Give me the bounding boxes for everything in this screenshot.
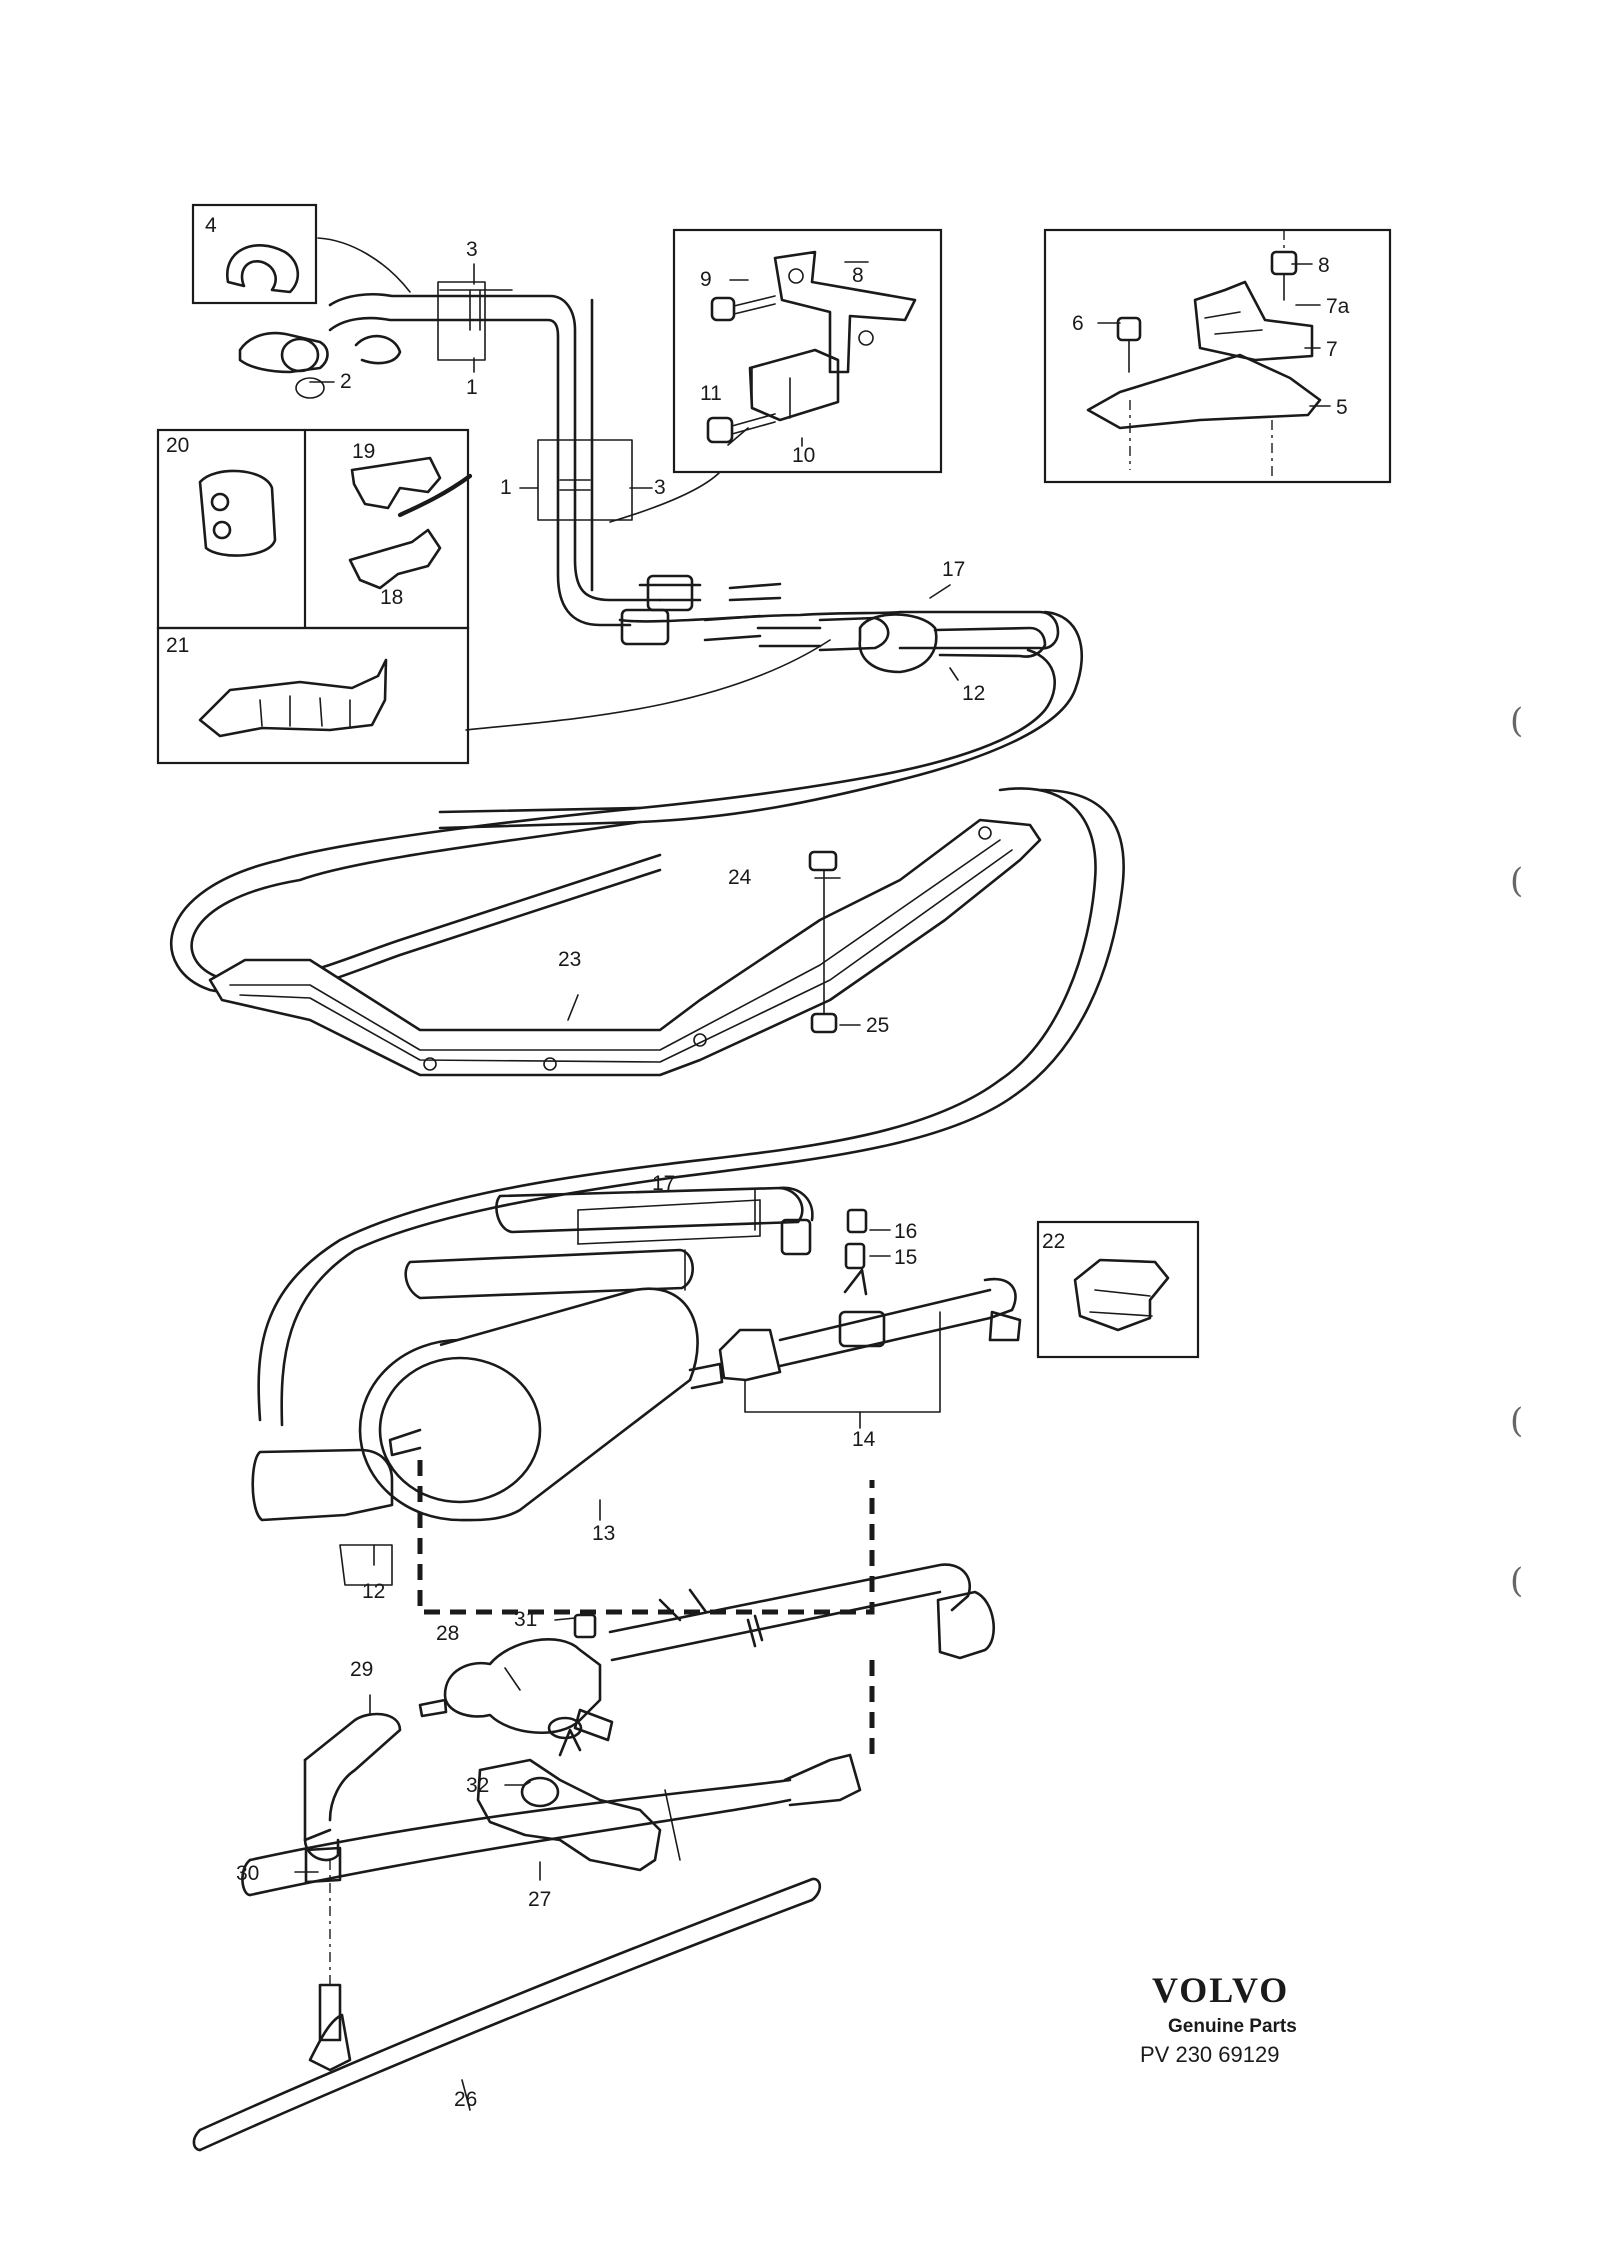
inset-box-clip-22 (156, 626, 831, 765)
parts-reference: PV 230 69129 (1140, 2042, 1279, 2067)
inset-box-clip-4 (191, 203, 411, 305)
callout-1-mid: 1 (500, 476, 512, 499)
callout-9: 8 (852, 264, 864, 287)
callout-15: 14 (852, 1428, 876, 1451)
callout-7: 7 (1326, 338, 1338, 361)
callout-3-mid: 3 (654, 476, 666, 499)
callout-27: 26 (454, 2088, 477, 2111)
margin-mark: ( (1510, 1561, 1523, 1601)
callout-3-top: 3 (466, 238, 478, 261)
fuel-filter-14 (358, 1287, 724, 1522)
callout-31: 30 (236, 1862, 259, 1885)
brand-block: VOLVO Genuine Parts PV 230 69129 (1140, 1970, 1297, 2067)
filter-pipes-15 (718, 1268, 1022, 1413)
callout-8: 8 (1318, 254, 1330, 277)
callout-18-top: 17 (942, 558, 965, 581)
callout-leader-lines (294, 261, 1331, 2111)
callout-11: 10 (792, 444, 815, 467)
callout-28: 27 (528, 1888, 551, 1911)
callout-32: 31 (514, 1608, 537, 1631)
lower-assembly (192, 1448, 995, 2152)
callout-13-low: 12 (362, 1580, 385, 1603)
inset-box-clips-19-21 (156, 428, 470, 630)
hose-set-18 (404, 1186, 814, 1300)
callout-1-top: 1 (466, 376, 478, 399)
callout-21: 20 (166, 434, 189, 457)
margin-mark: ( (1510, 861, 1523, 901)
callout-10: 9 (700, 268, 712, 291)
inset-box-clip-23 (1036, 1220, 1200, 1359)
callout-5: 5 (1336, 396, 1348, 419)
inset-box-bracket-5 (1043, 228, 1392, 484)
callout-33: 32 (466, 1774, 489, 1797)
callout-13-top: 12 (962, 682, 985, 705)
upper-fuel-lines (238, 281, 1060, 674)
callout-22: 21 (166, 634, 189, 657)
callout-19: 18 (380, 586, 403, 609)
margin-marks: ( ( ( ( (1510, 701, 1523, 1601)
parts-16-17 (844, 1208, 868, 1270)
inset-box-bracket-9 (609, 228, 943, 523)
callout-14: 13 (592, 1522, 615, 1545)
callout-16: 15 (894, 1246, 917, 1269)
callout-4: 4 (205, 214, 217, 237)
callout-20: 19 (352, 440, 375, 463)
callout-24: 23 (558, 948, 581, 971)
margin-mark: ( (1510, 1401, 1523, 1441)
callout-17: 16 (894, 1220, 917, 1243)
fuel-rail-24 (208, 818, 1042, 1077)
callout-6: 6 (1072, 312, 1084, 335)
callout-18-mid: 17 (652, 1172, 675, 1195)
callout-12: 11 (700, 382, 722, 405)
callout-2: 2 (340, 370, 352, 393)
callout-26: 25 (866, 1014, 889, 1037)
volvo-logo: VOLVO (1152, 1970, 1289, 2010)
callout-29: 28 (436, 1622, 459, 1645)
callout-7a: 7a (1326, 295, 1350, 318)
callout-25: 24 (728, 866, 752, 889)
callout-30: 29 (350, 1658, 373, 1681)
brand-subtitle: Genuine Parts (1168, 2016, 1297, 2037)
callout-numbers: 3 1 2 4 1 3 9 8 11 10 6 8 7a 7 5 20 19 1… (166, 214, 1350, 2111)
margin-mark: ( (1510, 701, 1523, 741)
callout-23: 22 (1042, 1230, 1065, 1253)
